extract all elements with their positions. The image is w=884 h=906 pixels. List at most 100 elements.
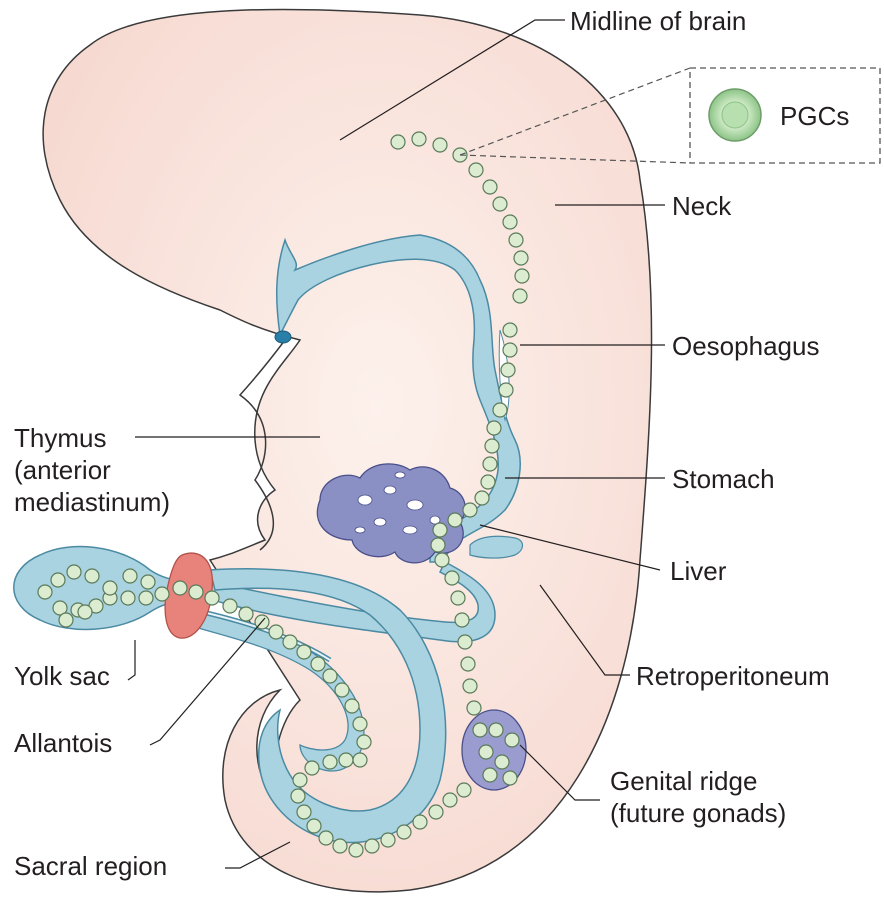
pgc-cell <box>503 323 517 337</box>
pancreas <box>470 536 523 558</box>
pgc-cell <box>78 605 92 619</box>
pgc-inset-nucleus <box>722 102 748 128</box>
pgc-cell <box>59 613 73 627</box>
thyroid-bud <box>275 331 291 343</box>
pgc-cell <box>391 135 405 149</box>
pgc-cell <box>503 343 517 357</box>
label-sacral-region: Sacral region <box>14 851 167 881</box>
pgc-cell <box>173 581 187 595</box>
pgc-cell <box>297 645 311 659</box>
pgc-cell <box>323 755 337 769</box>
pgc-cell <box>483 768 497 782</box>
pgc-cell <box>223 599 237 613</box>
pgc-cell <box>397 825 411 839</box>
pgc-cell <box>503 215 517 229</box>
pgc-cell <box>345 699 359 713</box>
pgc-cell <box>412 132 426 146</box>
pgc-cell <box>353 753 367 767</box>
pgc-cell <box>475 491 489 505</box>
pgc-cell <box>455 613 469 627</box>
pgc-cell <box>141 575 155 589</box>
pgc-cell <box>513 289 527 303</box>
pgc-cell <box>319 831 333 845</box>
pgc-cell <box>433 523 447 537</box>
pgc-cell <box>457 783 471 797</box>
pgc-cell <box>335 683 349 697</box>
label-thymus: Thymus <box>14 423 106 453</box>
pgc-cell <box>205 591 219 605</box>
pgc-cell <box>307 819 321 833</box>
pgc-cell <box>291 789 305 803</box>
pgc-cell <box>481 475 495 489</box>
pgc-cell <box>123 569 137 583</box>
pgc-cell <box>38 585 52 599</box>
pgc-cell <box>448 513 462 527</box>
pgc-cell <box>458 635 472 649</box>
pgc-cell <box>505 733 519 747</box>
pgc-cell <box>311 657 325 671</box>
pgc-cell <box>479 745 493 759</box>
pgc-cell <box>499 383 513 397</box>
pgc-cell <box>485 439 499 453</box>
pgc-cell <box>489 723 503 737</box>
pgc-cell <box>305 761 319 775</box>
pgc-cell <box>85 569 99 583</box>
pgc-cell <box>483 457 497 471</box>
pgc-cell <box>495 755 509 769</box>
label-retroperitoneum: Retroperitoneum <box>636 661 830 691</box>
pgc-cell <box>283 635 297 649</box>
pgc-cell <box>297 805 311 819</box>
pgc-cell <box>443 793 457 807</box>
pgc-cell <box>503 771 517 785</box>
pgc-cell <box>501 363 515 377</box>
pgc-cell <box>445 571 459 585</box>
pgc-cell <box>473 723 487 737</box>
pgc-cell <box>339 753 353 767</box>
pgc-cell <box>155 587 169 601</box>
pgc-cell <box>333 839 347 853</box>
pgc-cell <box>509 233 523 247</box>
pgc-cell <box>463 503 477 517</box>
label-liver: Liver <box>670 556 727 586</box>
pgc-cell <box>431 538 445 552</box>
pgc-cell <box>493 197 507 211</box>
pgc-cell <box>353 717 367 731</box>
pgc-cell <box>365 839 379 853</box>
pgc-cell <box>461 657 475 671</box>
label-genital-ridge: Genital ridge <box>610 766 757 796</box>
label-allantois: Allantois <box>14 728 112 758</box>
pgc-cell <box>429 805 443 819</box>
pgc-cell <box>293 773 307 787</box>
pgc-cell <box>67 565 81 579</box>
pgc-cell <box>189 585 203 599</box>
label-genital-ridge-line2: (future gonads) <box>610 798 786 828</box>
pgc-cell <box>323 669 337 683</box>
pgc-cell <box>239 607 253 621</box>
label-pgcs: PGCs <box>780 101 849 131</box>
label-midline-of-brain: Midline of brain <box>570 6 746 36</box>
pgc-cell <box>487 421 501 435</box>
pgc-cell <box>469 163 483 177</box>
pgc-cell <box>483 180 497 194</box>
label-oesophagus: Oesophagus <box>672 331 819 361</box>
pgc-cell <box>514 251 528 265</box>
pgc-cell <box>357 735 371 749</box>
pgc-cell <box>139 591 153 605</box>
pgc-cell <box>381 833 395 847</box>
pgc-cell <box>433 138 447 152</box>
pgc-cell <box>121 591 135 605</box>
pgc-cell <box>269 625 283 639</box>
pgc-cell <box>451 591 465 605</box>
label-thymus-line2: (anterior <box>14 455 111 485</box>
pgc-cell <box>467 701 481 715</box>
pgc-cell <box>493 403 507 417</box>
label-neck: Neck <box>672 191 732 221</box>
label-stomach: Stomach <box>672 464 775 494</box>
pgc-cell <box>103 581 117 595</box>
pgc-cell <box>413 815 427 829</box>
pgc-cell <box>349 843 363 857</box>
pgc-cell <box>463 679 477 693</box>
label-yolk-sac: Yolk sac <box>14 661 110 691</box>
